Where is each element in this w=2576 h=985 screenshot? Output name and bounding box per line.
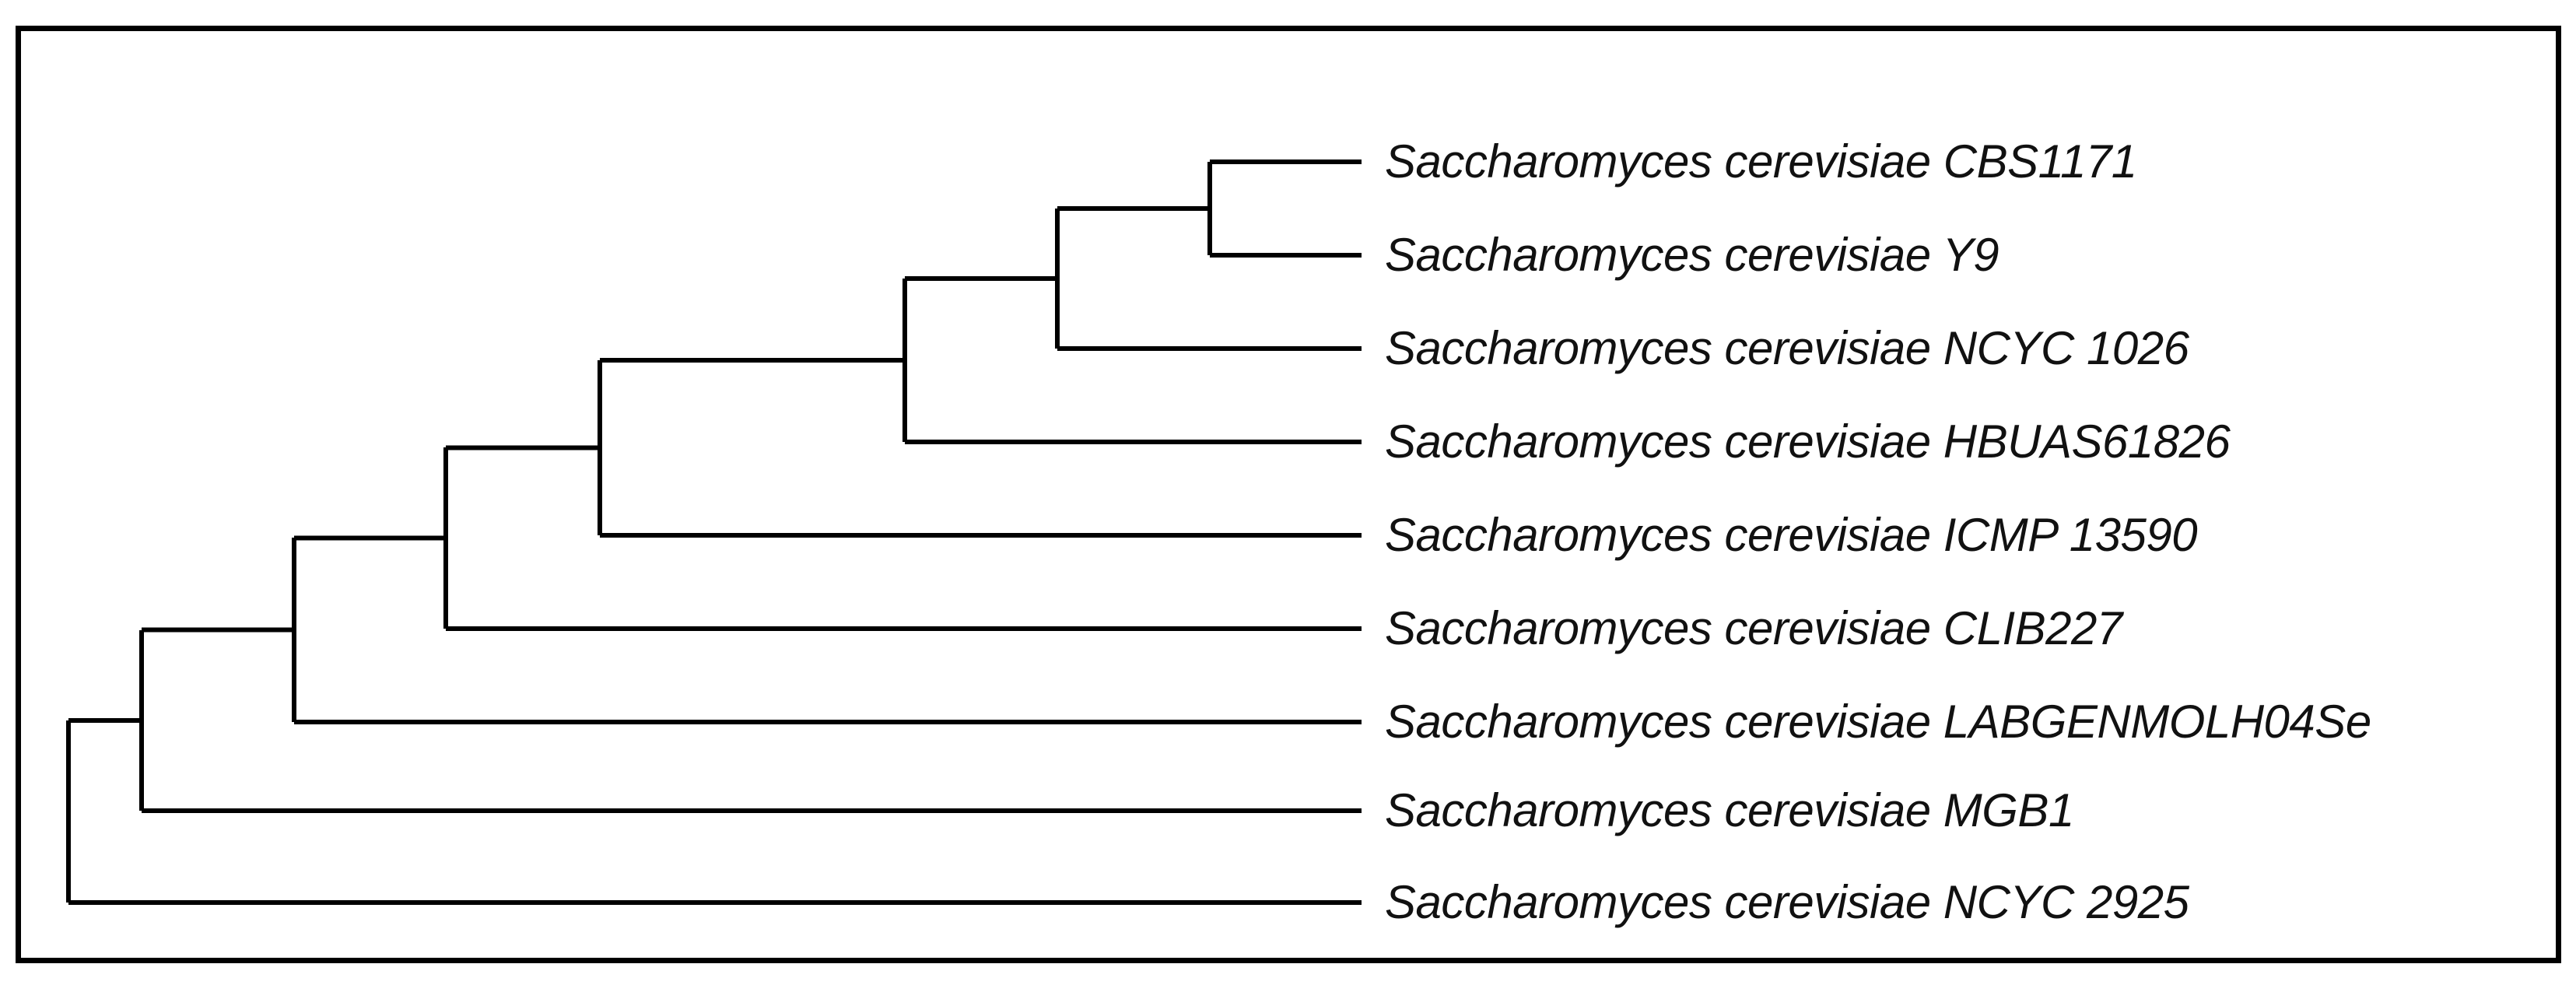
taxon-label: Saccharomyces cerevisiae CLIB227 <box>1385 602 2122 654</box>
taxon-label: Saccharomyces cerevisiae Y9 <box>1385 229 1999 281</box>
figure-border <box>16 26 2561 963</box>
taxon-label: Saccharomyces cerevisiae NCYC 1026 <box>1385 322 2189 374</box>
taxon-label: Saccharomyces cerevisiae LABGENMOLH04Se <box>1385 696 2371 748</box>
branch-layer <box>66 159 1362 905</box>
taxon-label: Saccharomyces cerevisiae HBUAS61826 <box>1385 415 2231 468</box>
taxon-label: Saccharomyces cerevisiae CBS1171 <box>1385 135 2137 188</box>
taxon-label: Saccharomyces cerevisiae ICMP 13590 <box>1385 509 2198 561</box>
taxon-label: Saccharomyces cerevisiae MGB1 <box>1385 784 2074 836</box>
taxon-label: Saccharomyces cerevisiae NCYC 2925 <box>1385 876 2189 928</box>
